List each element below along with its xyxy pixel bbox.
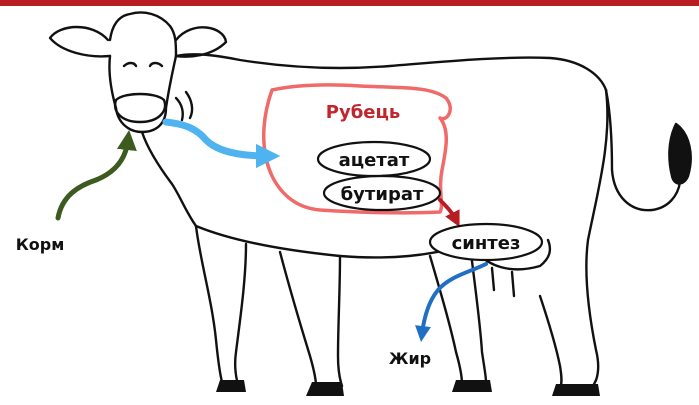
acetate-label: ацетат [339,150,410,171]
fat-label: Жир [389,349,431,368]
feed-label: Корм [16,235,65,254]
feed-arrow [58,140,128,218]
hooves [216,380,600,396]
rumen-label: Рубець [326,102,400,123]
top-bar [0,0,699,6]
synthesis-label: синтез [452,233,521,254]
butyrate-label: бутират [341,184,424,205]
fluid-arrow [166,122,268,156]
